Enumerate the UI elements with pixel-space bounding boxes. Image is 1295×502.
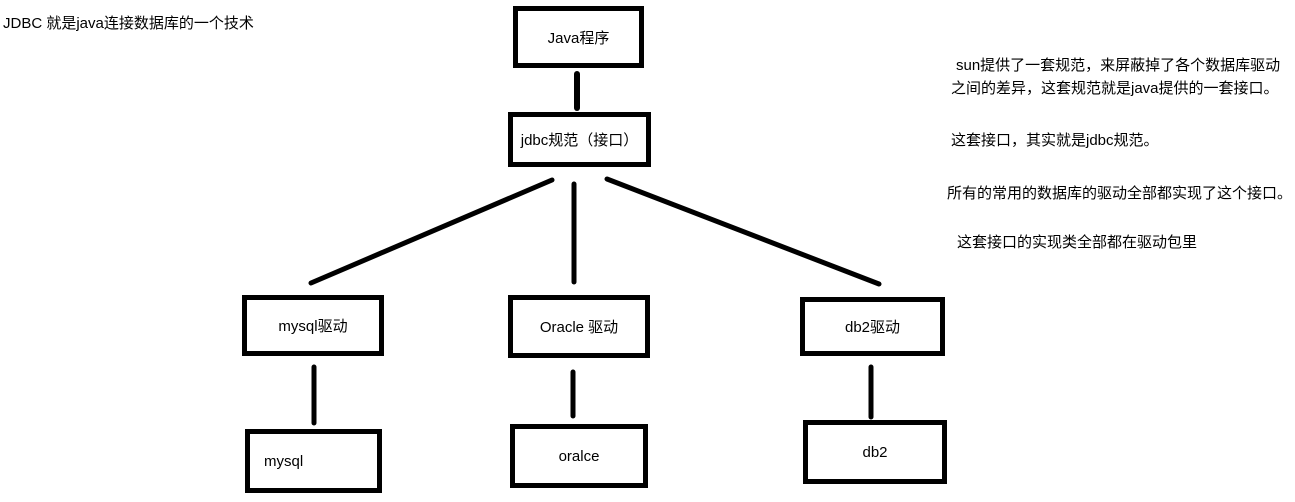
note-right-line4: 所有的常用的数据库的驱动全部都实现了这个接口。: [947, 185, 1293, 202]
node-db2-db: db2: [803, 420, 947, 484]
node-mysql-db: mysql: [245, 429, 382, 493]
connector-jdbc-to-db2-driver: [604, 176, 882, 287]
node-mysql-driver: mysql驱动: [242, 295, 384, 356]
note-right-line2: 之间的差异，这套规范就是java提供的一套接口。: [951, 80, 1279, 97]
note-right-line3: 这套接口，其实就是jdbc规范。: [951, 132, 1159, 149]
note-left: JDBC 就是java连接数据库的一个技术: [3, 15, 254, 32]
note-right-line1: sun提供了一套规范，来屏蔽掉了各个数据库驱动: [956, 57, 1281, 74]
node-oracle-driver: Oracle 驱动: [508, 295, 650, 358]
node-jdbc-spec: jdbc规范（接口）: [508, 112, 651, 167]
node-db2-driver: db2驱动: [800, 297, 945, 356]
connector-jdbc-to-mysql-driver: [308, 177, 555, 286]
note-right-line5: 这套接口的实现类全部都在驱动包里: [957, 234, 1198, 251]
node-java-app: Java程序: [513, 6, 644, 68]
node-oralce-db: oralce: [510, 424, 648, 488]
